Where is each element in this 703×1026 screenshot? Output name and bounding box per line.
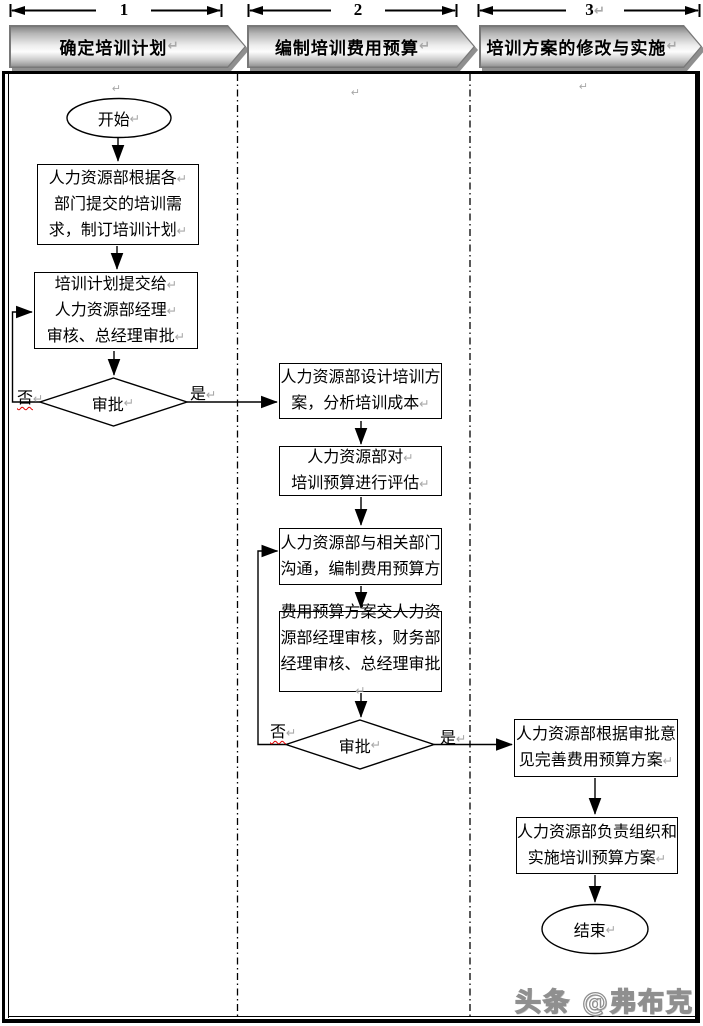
- decision2-no-label: 否↵: [270, 724, 297, 741]
- process-box-submit-plan-approval: 培训计划提交给↵人力资源部经理↵审核、总经理审批↵: [34, 272, 198, 349]
- lane-title-1: 确定培训计划↵: [59, 39, 180, 58]
- lane-banner-1: 确定培训计划↵: [9, 25, 246, 68]
- lane-banner-2: 编制培训费用预算↵: [247, 25, 475, 68]
- process-box-make-training-plan: 人力资源部根据各↵部门提交的培训需求，制订培训计划↵: [37, 164, 199, 245]
- process-box-implement-budget: 人力资源部负责组织和实施培训预算方案↵: [516, 817, 678, 874]
- decision1-label: 审批↵: [91, 395, 135, 414]
- process-box-communicate-budget: 人力资源部与相关部门沟通，编制费用预算方: [279, 528, 442, 585]
- banner-fill: [11, 27, 245, 67]
- measure-label-2: 2: [331, 0, 385, 20]
- measure-arrow-3: [477, 4, 701, 17]
- flow-frame: [2, 71, 700, 1023]
- connector-decision2-no-loop: [257, 544, 286, 746]
- process-box-evaluate-budget: 人力资源部对↵培训预算进行评估↵: [279, 446, 442, 496]
- start-terminator: 开始↵: [97, 110, 141, 130]
- paragraph-mark-1: ↵: [112, 82, 122, 95]
- lane-title-2: 编制培训费用预算↵: [274, 39, 432, 58]
- end-terminator-shape: [541, 903, 649, 955]
- paragraph-mark-2: ↵: [351, 86, 361, 99]
- measure-label-3: 3↵: [566, 0, 624, 20]
- end-terminator: 结束↵: [573, 921, 617, 941]
- process-box-design-program: 人力资源部设计培训方案，分析培训成本↵: [279, 363, 442, 419]
- banner-fill: [249, 27, 474, 67]
- start-terminator-shape: [66, 97, 172, 139]
- decision1-yes-label: 是↵: [190, 386, 217, 403]
- decision1-shape: [37, 377, 190, 427]
- decision2-label: 审批↵: [338, 737, 382, 756]
- measure-arrow-1: [9, 4, 223, 17]
- decision1-no-label: 否↵: [17, 390, 44, 407]
- connector-decision1-no-loop: [11, 305, 40, 403]
- process-box-refine-budget: 人力资源部根据审批意见完善费用预算方案↵: [514, 719, 678, 777]
- watermark: 头条 @弗布克: [514, 987, 694, 1018]
- decision2-yes-label: 是↵: [440, 730, 467, 747]
- paragraph-mark-3: ↵: [579, 80, 589, 93]
- lane-title-3: 培训方案的修改与实施↵: [486, 39, 679, 58]
- lane-banner-3: 培训方案的修改与实施↵: [479, 25, 702, 68]
- process-box-submit-budget-approval: 费用预算方案交人力资源部经理审核，财务部经理审核、总经理审批↵: [279, 603, 442, 698]
- decision2-shape: [283, 719, 437, 770]
- measure-arrow-2: [247, 4, 458, 17]
- measure-label-1: 1: [97, 0, 151, 20]
- banner-fill: [481, 27, 701, 67]
